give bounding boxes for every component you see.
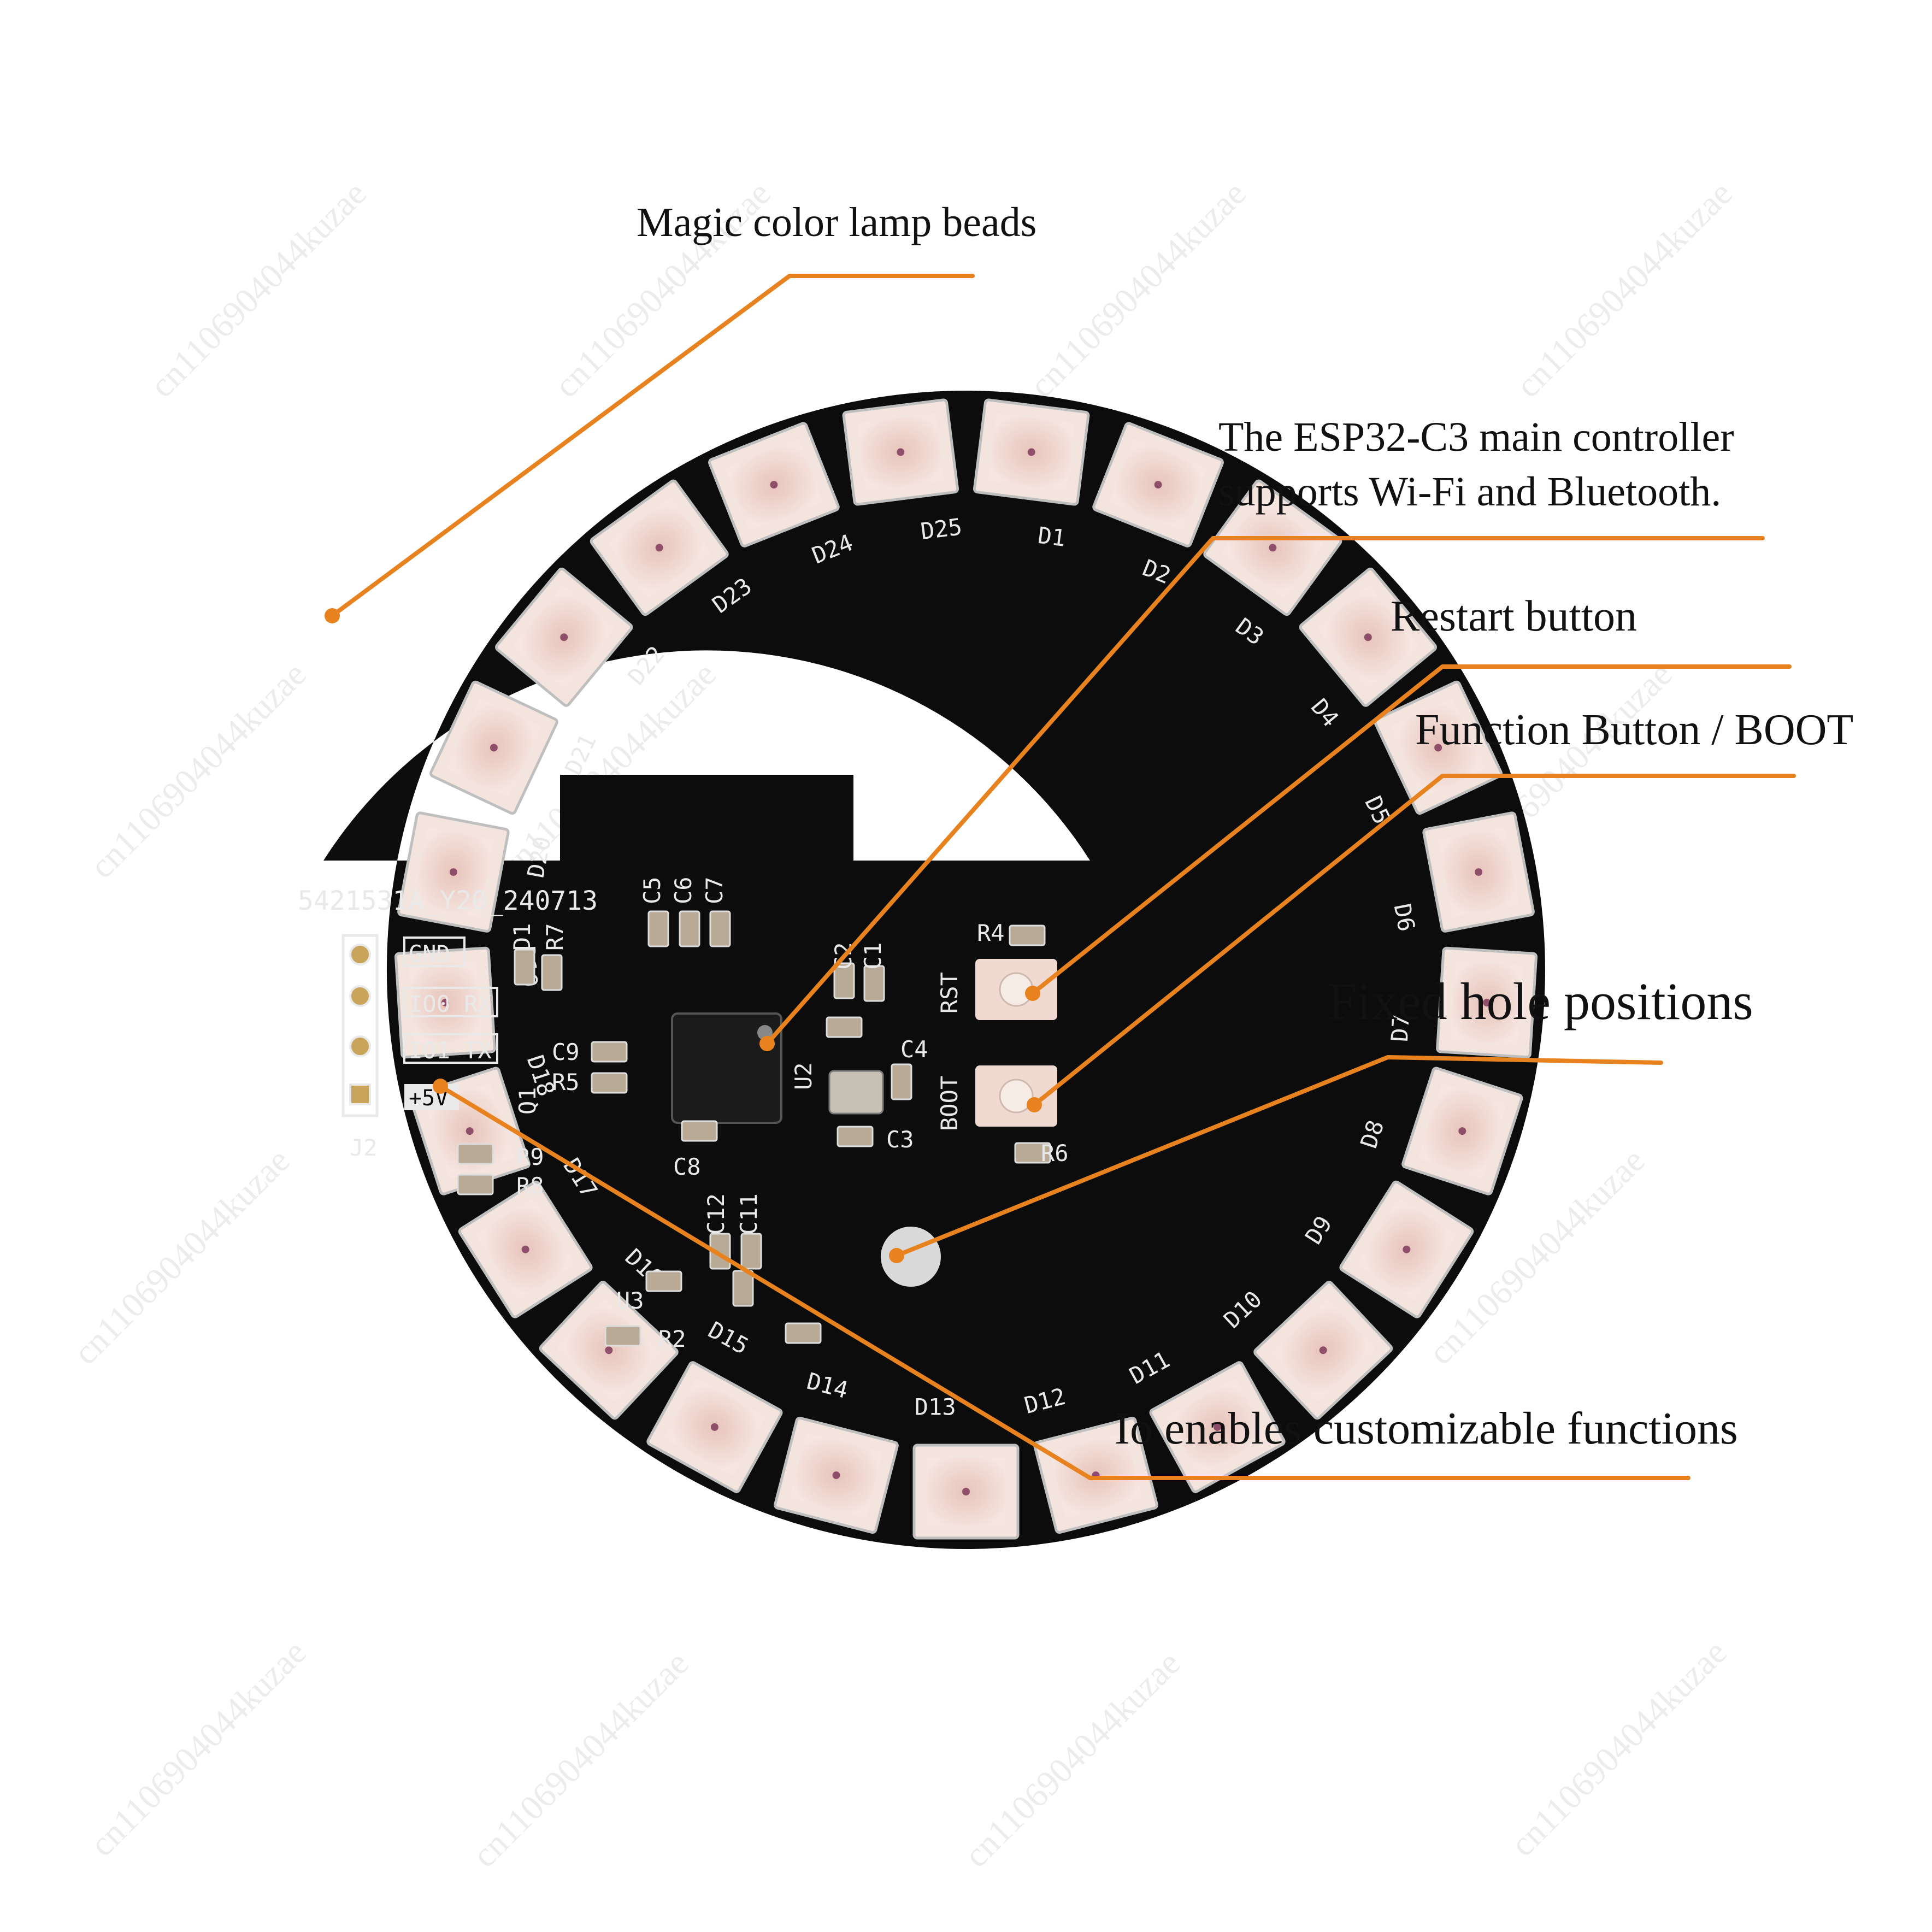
callout-fixed-holes: Fixed hole positions bbox=[1328, 972, 1753, 1030]
smd-part bbox=[740, 1233, 762, 1270]
crystal-oscillator bbox=[828, 1070, 884, 1115]
boot-button-label: BOOT bbox=[936, 1076, 963, 1131]
led-label: D7 bbox=[1386, 1014, 1415, 1043]
smd-part bbox=[457, 1143, 494, 1165]
component-label: R6 bbox=[1041, 1140, 1069, 1167]
led-label: D21 bbox=[559, 730, 602, 779]
smd-part bbox=[709, 910, 731, 947]
callout-lines bbox=[325, 274, 1796, 1480]
smd-part bbox=[785, 1322, 822, 1344]
component-label: U2 bbox=[790, 1062, 817, 1090]
board-serial: 5421531A_Y20_240713 bbox=[298, 886, 598, 916]
component-label: R2 bbox=[658, 1326, 686, 1352]
smd-part bbox=[863, 965, 885, 1002]
component-label: C3 bbox=[886, 1126, 914, 1153]
callout-io-custom: Io enables customizable functions bbox=[1115, 1403, 1738, 1454]
led-bead bbox=[1149, 1361, 1286, 1493]
led-label: D13 bbox=[915, 1394, 956, 1421]
smd-part bbox=[647, 910, 669, 947]
header-outline bbox=[341, 934, 379, 1117]
led-bead bbox=[1092, 422, 1224, 547]
component-label: C12 bbox=[703, 1193, 729, 1235]
reset-button[interactable] bbox=[975, 959, 1057, 1020]
led-bead bbox=[774, 1416, 899, 1534]
led-bead bbox=[912, 1444, 1020, 1540]
smd-part bbox=[591, 1041, 628, 1063]
smd-part bbox=[891, 1063, 912, 1100]
component-label: Q1 bbox=[514, 1087, 541, 1115]
header-pins bbox=[349, 944, 371, 1105]
smd-part bbox=[833, 962, 855, 999]
led-bead bbox=[397, 811, 510, 933]
smd-part bbox=[681, 1120, 718, 1142]
component-label: C7 bbox=[701, 876, 728, 904]
led-bead bbox=[1203, 479, 1342, 616]
led-label: D6 bbox=[1389, 902, 1421, 934]
smd-part bbox=[604, 1325, 641, 1347]
led-bead bbox=[394, 946, 496, 1059]
led-bead bbox=[1033, 1416, 1158, 1534]
component-label: C4 bbox=[900, 1036, 928, 1063]
led-bead bbox=[429, 680, 558, 815]
smd-part bbox=[591, 1072, 628, 1094]
component-label: U3 bbox=[616, 1287, 644, 1314]
smd-part bbox=[732, 1270, 754, 1307]
smd-part bbox=[1014, 1142, 1051, 1164]
smd-part bbox=[837, 1126, 874, 1147]
smd-part bbox=[826, 1016, 863, 1038]
led-bead bbox=[1299, 567, 1437, 707]
smd-part bbox=[457, 1174, 494, 1195]
component-label: R8 bbox=[516, 1173, 544, 1199]
led-bead bbox=[842, 398, 959, 506]
callout-function-boot: Function Button / BOOT bbox=[1415, 706, 1854, 754]
esp32-c3-chip bbox=[671, 1012, 782, 1124]
led-bead bbox=[458, 1180, 593, 1318]
led-bead bbox=[1422, 811, 1535, 933]
component-label: C1 bbox=[859, 942, 886, 970]
component-label: C11 bbox=[735, 1193, 762, 1235]
led-label: D1 bbox=[1036, 522, 1067, 552]
smd-part bbox=[541, 954, 563, 991]
callout-controller-line2: supports Wi-Fi and Bluetooth. bbox=[1218, 469, 1722, 515]
led-bead bbox=[1374, 680, 1503, 815]
led-bead bbox=[1253, 1281, 1393, 1420]
reset-button-label: RST bbox=[936, 972, 963, 1014]
connector-label: J2 bbox=[350, 1134, 378, 1161]
led-bead bbox=[646, 1361, 783, 1493]
pin-label-io0-rx: IO0_RX bbox=[409, 991, 492, 1017]
led-bead bbox=[539, 1281, 679, 1420]
component-label: C8 bbox=[673, 1153, 701, 1180]
pcb-outline bbox=[323, 391, 1545, 1549]
component-label: C9 bbox=[552, 1039, 580, 1065]
callout-lamp-beads: Magic color lamp beads bbox=[637, 199, 1037, 245]
callout-restart-button: Restart button bbox=[1391, 592, 1638, 640]
smd-part bbox=[645, 1270, 682, 1292]
pin-label-io1-tx: IO1_TX bbox=[409, 1037, 492, 1064]
component-label: R7 bbox=[541, 923, 568, 951]
component-label: C6 bbox=[670, 876, 697, 904]
component-label: D1 bbox=[509, 923, 535, 951]
led-bead bbox=[1436, 946, 1538, 1059]
led-label: D25 bbox=[919, 513, 963, 545]
smd-part bbox=[679, 910, 700, 947]
component-label: R4 bbox=[977, 920, 1005, 946]
led-bead bbox=[708, 422, 840, 547]
led-bead bbox=[1401, 1067, 1523, 1195]
smd-part bbox=[1009, 924, 1046, 946]
component-label: R5 bbox=[552, 1069, 580, 1095]
callout-controller-line1: The ESP32-C3 main controller bbox=[1218, 414, 1734, 460]
led-bead bbox=[973, 398, 1090, 506]
led-bead bbox=[495, 567, 633, 707]
led-bead bbox=[1339, 1180, 1474, 1318]
led-bead bbox=[590, 479, 729, 616]
pin-label-gnd: GND bbox=[409, 940, 450, 967]
smd-components bbox=[457, 910, 1051, 1347]
smd-part bbox=[514, 949, 535, 986]
component-label: C5 bbox=[639, 876, 665, 904]
pin-labels: GND IO0_RX IO1_TX +5V J2 bbox=[350, 936, 498, 1161]
